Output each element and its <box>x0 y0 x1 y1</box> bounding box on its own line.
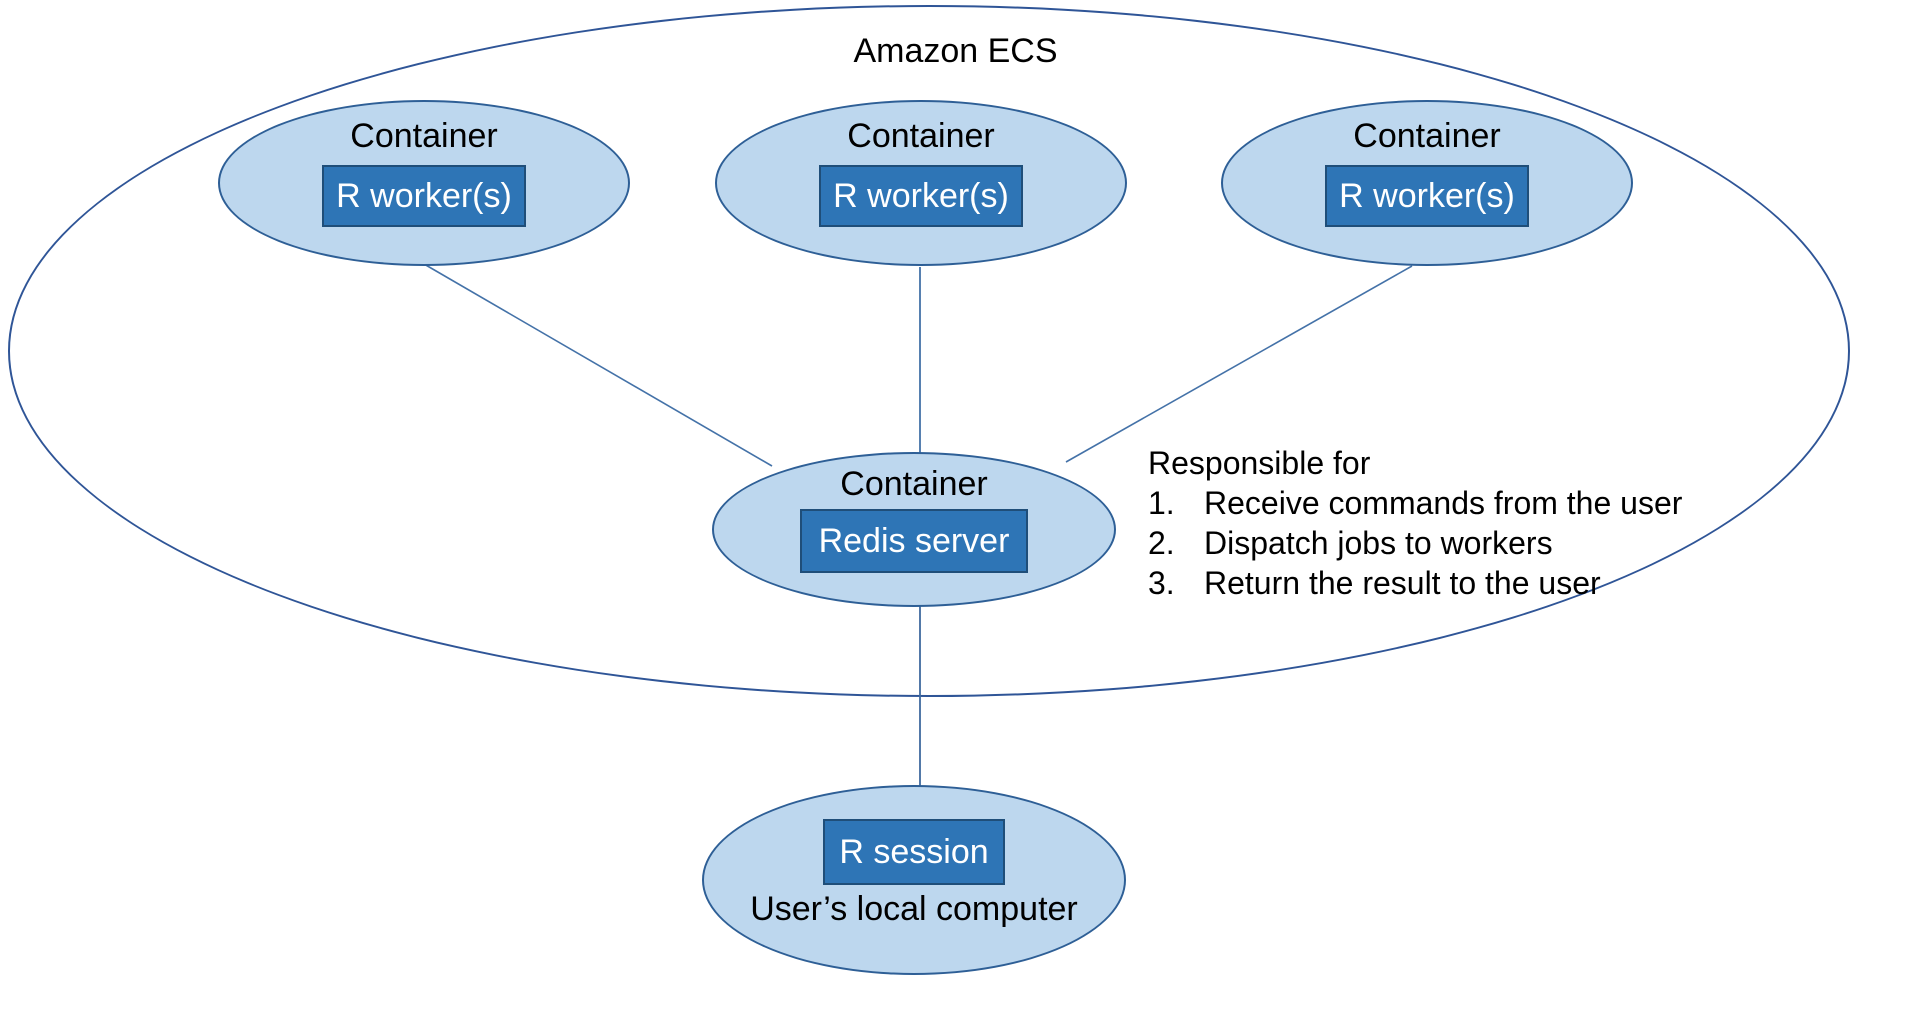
responsibility-number: 2. <box>1148 525 1175 561</box>
responsibility-text: Return the result to the user <box>1204 565 1601 601</box>
container-title: Container <box>350 117 498 155</box>
r-worker-box[interactable]: R worker(s) <box>819 165 1023 228</box>
r-worker-box[interactable]: R worker(s) <box>322 165 526 228</box>
container-title: Container <box>1353 117 1501 155</box>
amazon-ecs-label: Amazon ECS <box>853 32 1058 70</box>
amazon-ecs-boundary-ellipse <box>8 5 1850 697</box>
container-title: Container <box>840 465 988 503</box>
local-computer-caption: User’s local computer <box>750 890 1078 928</box>
responsibility-item-1: 1. Receive commands from the user <box>1148 483 1682 523</box>
container-node-worker-2[interactable]: Container R worker(s) <box>715 100 1127 266</box>
responsibilities-heading: Responsible for <box>1148 445 1371 481</box>
local-computer-node[interactable]: R session User’s local computer <box>702 785 1126 975</box>
container-node-worker-3[interactable]: Container R worker(s) <box>1221 100 1633 266</box>
responsibility-text: Receive commands from the user <box>1204 485 1683 521</box>
responsibility-number: 3. <box>1148 565 1175 601</box>
container-node-worker-1[interactable]: Container R worker(s) <box>218 100 630 266</box>
r-worker-box[interactable]: R worker(s) <box>1325 165 1529 228</box>
responsibilities-annotation: Responsible for 1. Receive commands from… <box>1148 443 1682 603</box>
responsibility-text: Dispatch jobs to workers <box>1204 525 1553 561</box>
container-node-redis[interactable]: Container Redis server <box>712 452 1116 607</box>
responsibility-item-2: 2. Dispatch jobs to workers <box>1148 523 1682 563</box>
responsibility-item-3: 3. Return the result to the user <box>1148 563 1682 603</box>
responsibility-number: 1. <box>1148 485 1175 521</box>
container-title: Container <box>847 117 995 155</box>
redis-server-box[interactable]: Redis server <box>800 509 1028 574</box>
r-session-box[interactable]: R session <box>823 819 1005 885</box>
